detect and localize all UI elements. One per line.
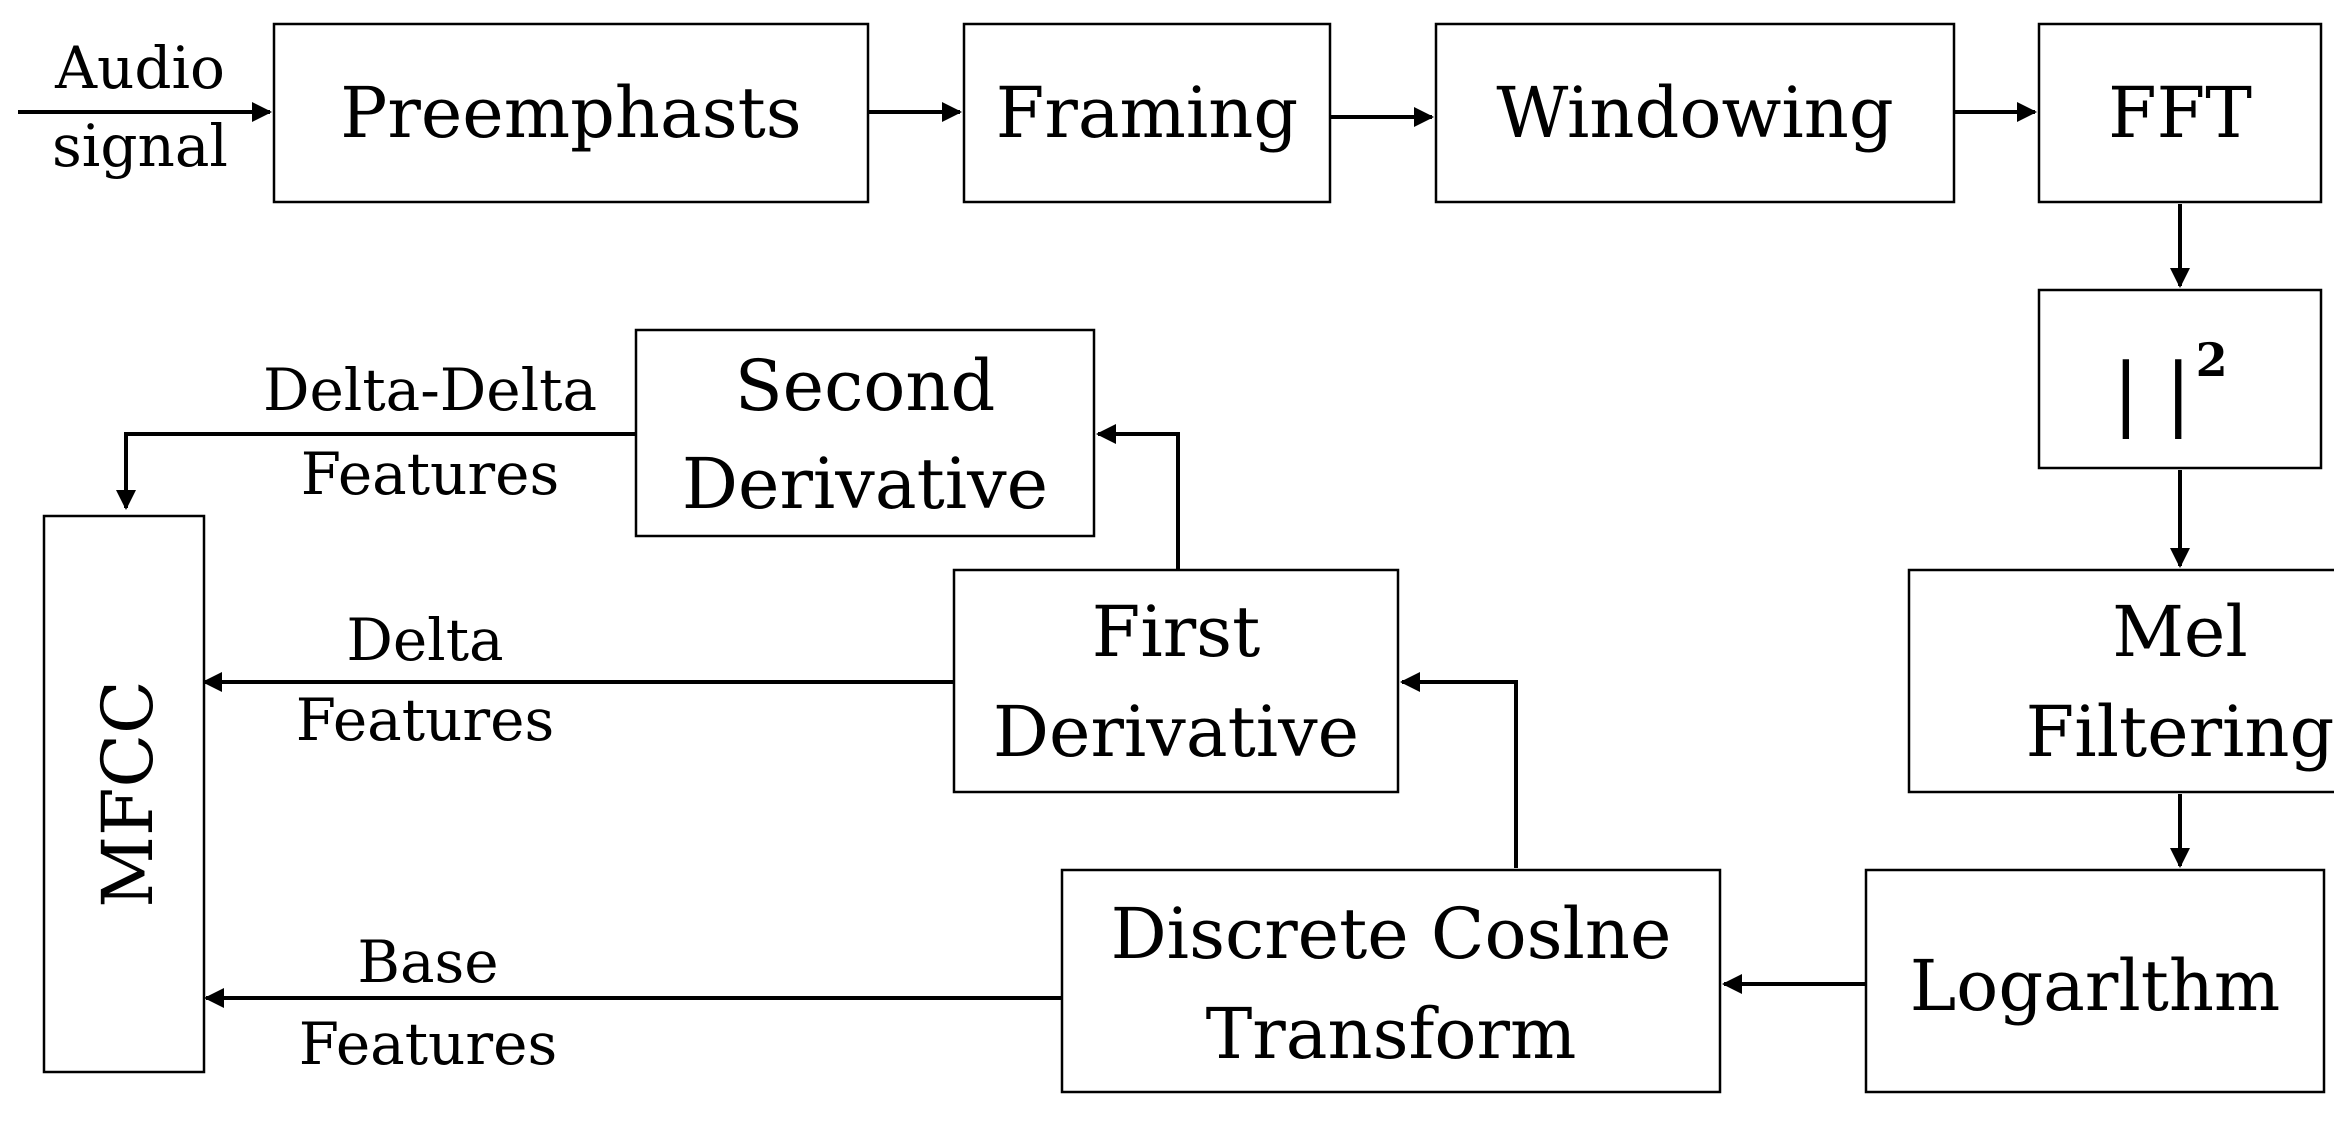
mfcc-box [42,514,206,1074]
framing-box [962,22,1332,204]
framing-label: Framing [996,72,1298,154]
magnitude-bars: | | [2112,346,2191,439]
preemphasis-box [272,22,870,204]
edge-labels: Audio signal Delta-Delta Features Delta … [52,34,597,1078]
first-derivative-label-line2: Derivative [993,691,1359,773]
base-label-line2: Features [299,1010,557,1078]
preemphasis-label: Preemphasts [340,72,801,154]
windowing-box [1434,22,1956,204]
magnitude-label: | |2 [2112,333,2227,439]
fft-box [2037,22,2323,204]
dct-label-line2: Transform [1206,993,1577,1075]
node-labels: Preemphasts Framing Windowing FFT | |2 M… [87,72,2334,1075]
second-derivative-box [634,328,1096,538]
mfcc-label: MFCC [87,680,169,907]
windowing-label: Windowing [1496,72,1893,154]
first-derivative-box [952,568,1400,794]
delta-label-line2: Features [296,686,554,754]
magnitude-exponent: 2 [2196,333,2228,387]
audio-signal-label-line1: Audio [54,34,225,102]
dct-box [1060,868,1722,1094]
dct-label-line1: Discrete Coslne [1111,893,1672,975]
delta-label-line1: Delta [346,606,503,674]
delta-delta-label-line2: Features [301,440,559,508]
first-derivative-label-line1: First [1092,591,1260,673]
nodes [42,22,2334,1094]
edges [18,102,2190,1008]
magnitude-box [2037,288,2323,470]
mel-label-line2: Filtering [2026,691,2334,773]
edge-second-derivative-to-mfcc [116,432,636,510]
audio-signal-label-line2: signal [52,112,228,180]
delta-delta-label-line1: Delta-Delta [263,356,597,424]
second-derivative-label-line1: Second [735,345,996,427]
mel-box [1907,568,2334,794]
logarithm-box [1864,868,2326,1094]
logarithm-label: Logarlthm [1910,945,2281,1027]
mel-label-line1: Mel [2112,591,2248,673]
fft-label: FFT [2108,72,2252,154]
base-label-line1: Base [357,928,498,996]
edge-dct-to-first-derivative [1400,672,1518,868]
second-derivative-label-line2: Derivative [682,443,1048,525]
edge-first-to-second-derivative [1096,424,1180,570]
